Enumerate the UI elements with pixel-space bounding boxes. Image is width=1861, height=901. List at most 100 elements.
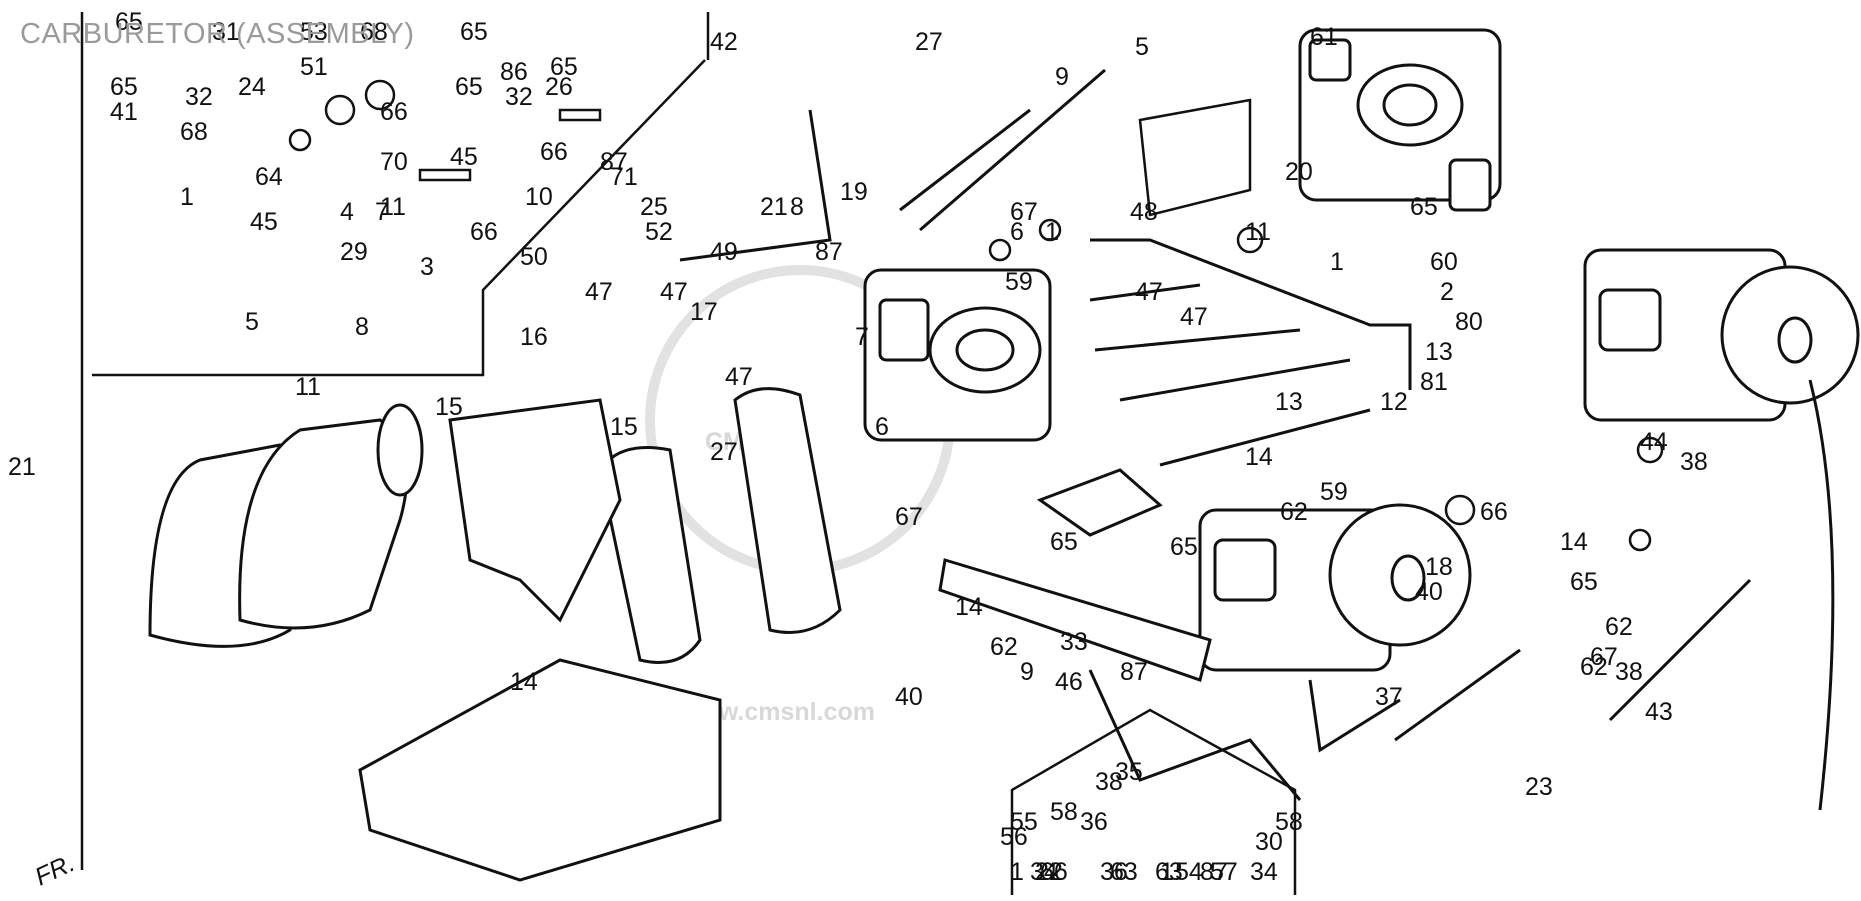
part-callout-49: 49 [710, 238, 738, 266]
part-callout-38: 38 [1095, 768, 1123, 796]
part-callout-42: 42 [710, 28, 738, 56]
part-callout-27: 27 [915, 28, 943, 56]
part-callout-68: 68 [180, 118, 208, 146]
carburetor-center [863, 268, 1052, 442]
part-callout-62: 62 [990, 633, 1018, 661]
part-callout-6: 6 [875, 413, 889, 441]
part-callout-60: 60 [1430, 248, 1458, 276]
part-callout-12: 12 [1380, 388, 1408, 416]
part-callout-61: 61 [1310, 23, 1338, 51]
frame-note: FR. [31, 849, 79, 891]
choke-cable [1808, 379, 1835, 811]
part-callout-86: 86 [500, 58, 528, 86]
part-callout-66: 66 [380, 98, 408, 126]
part-callout-47: 47 [660, 278, 688, 306]
hoses-and-rods [358, 68, 1835, 882]
part-callout-46: 46 [1055, 668, 1083, 696]
part-callout-10: 10 [525, 183, 553, 211]
part-callout-53: 53 [300, 18, 328, 46]
part-callout-9: 9 [1055, 63, 1069, 91]
part-callout-55: 55 [1010, 808, 1038, 836]
part-callout-58: 58 [1050, 798, 1078, 826]
part-callout-47: 47 [1180, 303, 1208, 331]
intake-boot-mouth [376, 403, 424, 497]
part-callout-87: 87 [1200, 858, 1228, 886]
part-callout-43: 43 [1645, 698, 1673, 726]
part-callout-70: 70 [380, 148, 408, 176]
part-callout-87: 87 [1120, 658, 1148, 686]
part-callout-48: 48 [1130, 198, 1158, 226]
part-callout-14: 14 [1560, 528, 1588, 556]
part-callout-63: 63 [1155, 858, 1183, 886]
part-callout-67: 67 [895, 503, 923, 531]
part-callout-65: 65 [455, 73, 483, 101]
part-callout-80: 80 [1455, 308, 1483, 336]
part-callout-1: 1 [1330, 248, 1344, 276]
part-callout-35: 35 [1115, 758, 1143, 786]
part-callout-62: 62 [1580, 653, 1608, 681]
part-callout-21: 21 [8, 453, 36, 481]
part-callout-11: 11 [1245, 218, 1271, 246]
part-callout-65: 65 [1570, 568, 1598, 596]
carburetor-upper-right [1298, 28, 1502, 212]
part-callout-29: 29 [340, 238, 368, 266]
part-callout-9: 9 [1020, 658, 1034, 686]
part-callout-15: 15 [610, 413, 638, 441]
connecting-tubes [1089, 283, 1371, 467]
part-callout-40: 40 [895, 683, 923, 711]
part-callout-1: 1 [180, 183, 194, 211]
part-callout-4: 4 [340, 198, 354, 226]
part-callout-21: 21 [760, 193, 788, 221]
part-callout-18: 18 [1425, 553, 1453, 581]
part-callout-5: 5 [1135, 33, 1149, 61]
part-callout-65: 65 [115, 8, 143, 36]
part-callout-14: 14 [1245, 443, 1273, 471]
part-callout-62: 62 [1605, 613, 1633, 641]
part-callout-65: 65 [1050, 528, 1078, 556]
part-callout-81: 81 [1420, 368, 1448, 396]
part-callout-15: 15 [435, 393, 463, 421]
part-callout-64: 64 [255, 163, 283, 191]
part-callout-31: 31 [212, 18, 240, 46]
inset-frames [80, 12, 1297, 895]
rod-27-lower [1308, 679, 1401, 753]
part-callout-71: 71 [610, 163, 638, 191]
part-callout-66: 66 [540, 138, 568, 166]
part-callout-23: 23 [1525, 773, 1553, 801]
spring-9-lower [1394, 648, 1521, 742]
part-callout-16: 16 [520, 323, 548, 351]
part-callout-14: 14 [510, 668, 538, 696]
part-callout-5: 5 [245, 308, 259, 336]
part-callout-51: 51 [300, 53, 328, 81]
part-callout-44: 44 [1640, 428, 1668, 456]
part-callout-8: 8 [790, 193, 804, 221]
part-callout-2: 2 [1440, 278, 1454, 306]
part-callout-66: 66 [1480, 498, 1508, 526]
part-callout-65: 65 [1170, 533, 1198, 561]
part-callout-13: 13 [1425, 338, 1453, 366]
part-callout-62: 62 [1280, 498, 1308, 526]
part-callout-14: 14 [955, 593, 983, 621]
part-callout-6: 6 [1010, 218, 1024, 246]
part-callout-7: 7 [855, 323, 869, 351]
part-callout-25: 25 [640, 193, 668, 221]
fuel-pipe-3 [1090, 238, 1412, 390]
part-callout-20: 20 [1285, 158, 1313, 186]
part-callout-45: 45 [450, 143, 478, 171]
intake-boots [148, 387, 842, 664]
fuel-joint-box [1138, 98, 1252, 217]
part-callout-1: 1 [1160, 858, 1174, 886]
part-callout-36: 36 [1100, 858, 1128, 886]
part-callout-58: 58 [1275, 808, 1303, 836]
part-callout-50: 50 [520, 243, 548, 271]
small-hardware [288, 79, 1664, 552]
carburetor-holder [448, 398, 622, 623]
spring-44 [1608, 578, 1752, 722]
part-callout-7: 7 [375, 198, 389, 226]
part-callout-32: 32 [185, 83, 213, 111]
hose-42 [679, 109, 832, 262]
part-callout-65: 65 [460, 18, 488, 46]
